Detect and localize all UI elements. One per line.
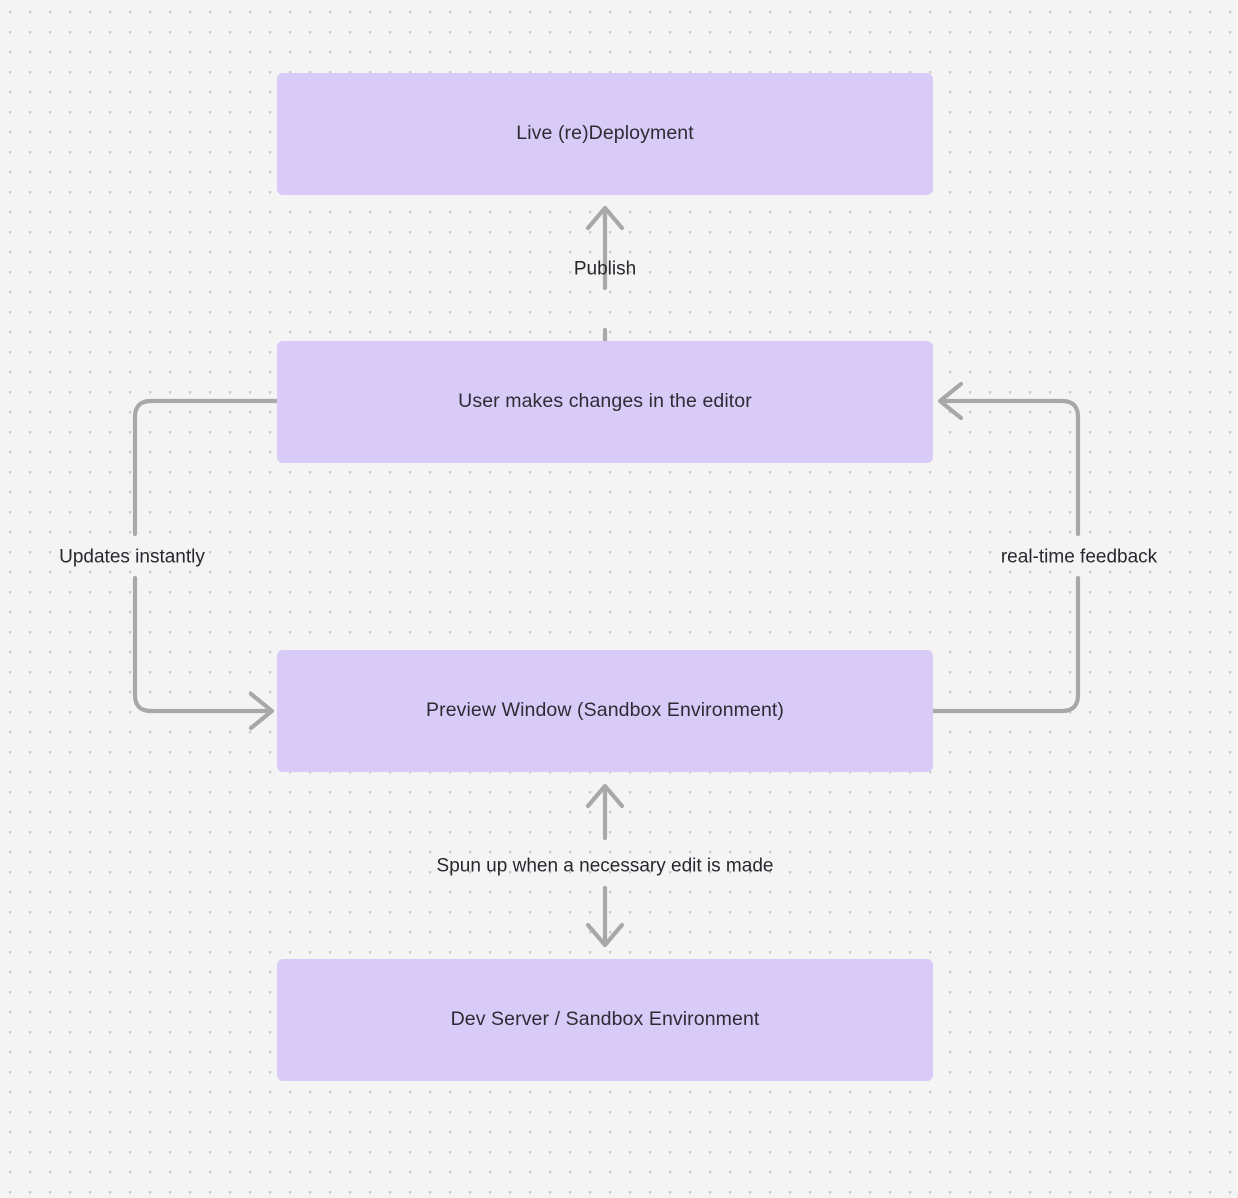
edge-label-updates-instantly: Updates instantly xyxy=(59,546,205,568)
edge-label-spun-up: Spun up when a necessary edit is made xyxy=(436,855,774,877)
edge-label-real-time-feedback: real-time feedback xyxy=(1000,546,1158,568)
edge-label-publish: Publish xyxy=(573,258,637,280)
arrowhead-up-spun-up xyxy=(585,783,625,809)
node-label-user-edits: User makes changes in the editor xyxy=(458,390,752,413)
arrowhead-right-updates-instantly xyxy=(248,691,275,731)
arrowhead-left-real-time-feedback xyxy=(937,381,964,421)
node-preview-window[interactable]: Preview Window (Sandbox Environment) xyxy=(277,650,933,772)
node-label-preview-window: Preview Window (Sandbox Environment) xyxy=(426,699,784,722)
arrowhead-up-publish xyxy=(585,205,625,231)
node-label-live-deployment: Live (re)Deployment xyxy=(516,122,694,145)
node-label-dev-server: Dev Server / Sandbox Environment xyxy=(450,1008,760,1031)
arrowhead-down-spun-up xyxy=(585,922,625,948)
node-user-edits[interactable]: User makes changes in the editor xyxy=(277,341,933,463)
node-dev-server[interactable]: Dev Server / Sandbox Environment xyxy=(277,959,933,1081)
node-live-deployment[interactable]: Live (re)Deployment xyxy=(277,73,933,195)
